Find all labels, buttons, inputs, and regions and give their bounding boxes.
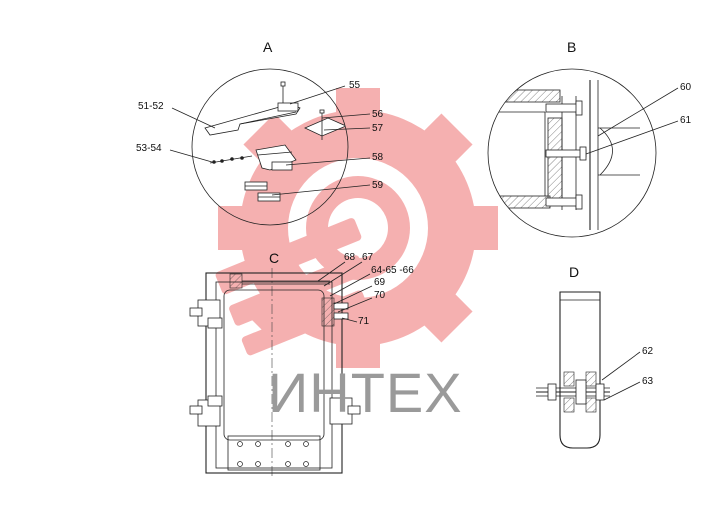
callout-51-52: 51-52 <box>138 101 164 112</box>
callout-58: 58 <box>372 152 384 163</box>
callout-63: 63 <box>642 376 654 387</box>
callout-71: 71 <box>358 316 370 327</box>
view-b-leaders <box>585 87 679 155</box>
callout-55: 55 <box>349 80 361 91</box>
watermark-gear-logo <box>215 88 498 368</box>
view-d-leaders <box>601 351 641 401</box>
view-b-title: B <box>567 39 576 55</box>
callout-53-54: 53-54 <box>136 143 162 154</box>
callout-61: 61 <box>680 115 692 126</box>
view-c: C <box>189 250 373 478</box>
callout-60: 60 <box>680 82 692 93</box>
view-b-detail-circle <box>487 68 657 238</box>
callout-59: 59 <box>372 180 384 191</box>
view-a-detail-circle <box>191 68 349 226</box>
view-d: D 62 63 <box>536 264 654 449</box>
view-b: B <box>487 39 692 238</box>
callout-68: 68 <box>344 252 356 263</box>
view-a-leaders <box>169 85 371 196</box>
view-a: A <box>136 39 384 226</box>
callout-67: 67 <box>362 252 374 263</box>
view-b-section <box>488 80 640 230</box>
callout-64-66: 64-65 -66 <box>371 265 414 276</box>
view-c-title: C <box>269 250 279 266</box>
view-a-parts <box>204 81 348 202</box>
callout-56: 56 <box>372 109 384 120</box>
callout-62: 62 <box>642 346 654 357</box>
callout-69: 69 <box>374 277 386 288</box>
view-d-title: D <box>569 264 579 280</box>
view-a-title: A <box>263 39 273 55</box>
watermark-text: ИНТЕХ <box>268 361 463 424</box>
callout-70: 70 <box>374 290 386 301</box>
view-c-leaders <box>317 261 373 323</box>
callout-57: 57 <box>372 123 384 134</box>
